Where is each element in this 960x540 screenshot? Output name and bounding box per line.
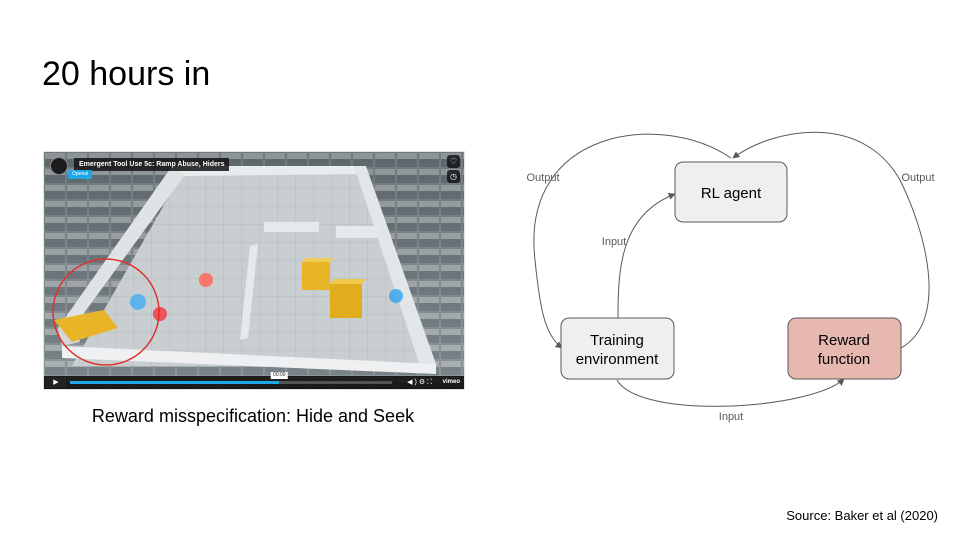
label-rl-agent: RL agent [701,185,762,202]
progress-fill [70,381,280,384]
volume-icon[interactable]: ◀) [407,379,419,386]
clock-icon[interactable]: ◷ [447,170,460,183]
node-rl-agent [674,161,788,223]
source-note: Source: Baker et al (2020) [786,508,938,523]
vimeo-logo[interactable]: vimeo [442,379,460,385]
node-reward-function [787,317,902,380]
video-title[interactable]: Emergent Tool Use 5c: Ramp Abuse, Hiders [74,158,230,171]
video-player[interactable]: Emergent Tool Use 5c: Ramp Abuse, Hiders… [43,151,465,390]
edge-env-to-reward [616,378,845,407]
edge-env-to-agent [617,192,676,319]
heart-icon[interactable]: ♡ [447,155,460,168]
settings-icon[interactable]: ⚙ [418,379,428,386]
label-env-line2: environment [576,351,659,368]
video-controls: ▶ 00:00 ◀)⚙⛶ vimeo [44,372,464,389]
edge-label-output-left: Output [526,172,559,184]
openai-logo[interactable] [50,157,68,175]
play-icon[interactable]: ▶ [46,377,66,388]
channel-badge[interactable]: Openai [68,170,93,179]
edge-agent-to-env [533,133,732,349]
label-env-line1: Training [590,332,644,349]
edge-label-output-right: Output [901,172,934,184]
edge-label-input-bottom: Input [719,411,743,423]
control-icons: ◀)⚙⛶ [407,377,434,388]
highlight-circle [52,258,160,366]
edge-agent-to-reward [732,131,930,349]
label-reward-line1: Reward [818,332,870,349]
progress-bar[interactable]: 00:00 [70,372,392,384]
timestamp: 00:00 [271,372,288,379]
slide-title: 20 hours in [42,55,211,93]
fullscreen-icon[interactable]: ⛶ [427,379,434,386]
node-training-environment [560,317,675,380]
hide-and-seek-scene [44,152,464,389]
edge-label-input-left: Input [602,236,626,248]
label-reward-line2: function [818,351,871,368]
video-caption: Reward misspecification: Hide and Seek [91,406,415,426]
